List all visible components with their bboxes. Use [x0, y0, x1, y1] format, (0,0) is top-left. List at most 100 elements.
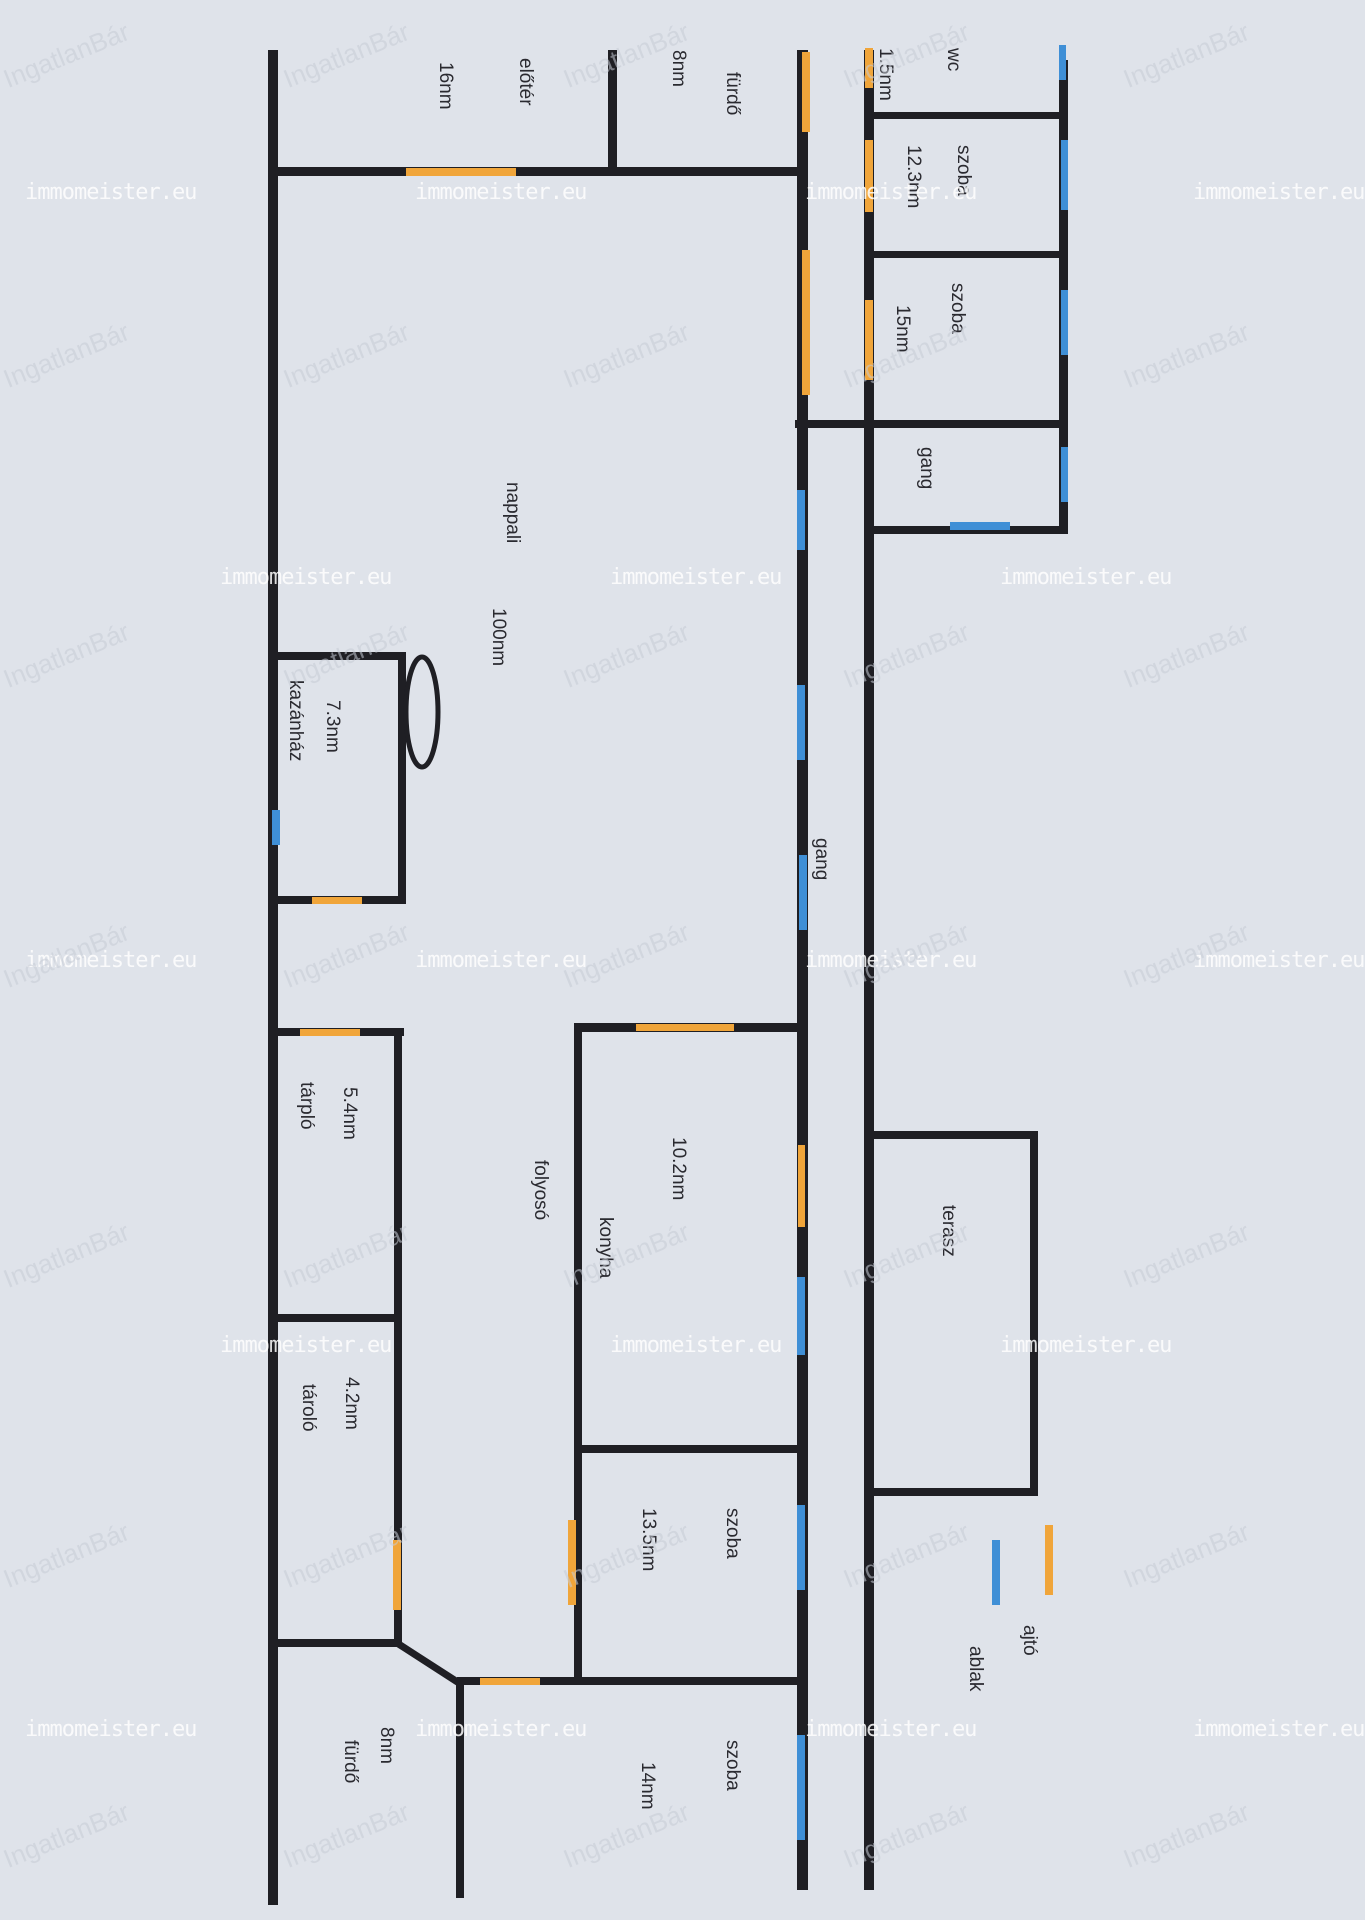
window-kazanhaz	[272, 810, 280, 845]
label-szoba3: szoba	[722, 1508, 743, 1559]
watermark-site: immomeister.eu	[805, 948, 977, 973]
wall-konyha-szoba	[574, 1445, 804, 1453]
label-szoba4: szoba	[722, 1740, 743, 1791]
legend-window-swatch	[992, 1540, 1000, 1605]
watermark-site: immomeister.eu	[415, 1717, 587, 1742]
wall-wc-szoba	[864, 112, 1059, 119]
wall-furdo-bottom	[268, 167, 803, 176]
watermark-site: immomeister.eu	[610, 1333, 782, 1358]
window-szoba2	[1061, 290, 1068, 355]
door-konyha-gang	[798, 1145, 805, 1227]
label-szoba1-area: 12.3nm	[903, 145, 924, 208]
window-konyha	[797, 1277, 805, 1355]
label-tarplo: tárpló	[296, 1082, 317, 1130]
legend-door-label: ajtó	[1019, 1625, 1040, 1656]
label-tarolo: tároló	[298, 1384, 319, 1432]
boiler-symbol	[403, 654, 441, 770]
watermark-site: immomeister.eu	[1000, 1333, 1172, 1358]
door-tarplo	[300, 1029, 360, 1036]
wall-diagonal	[395, 1640, 461, 1686]
wall-gang-top	[795, 420, 1065, 428]
door-wc	[865, 48, 873, 88]
wall-tarolo-bottom	[268, 1639, 398, 1647]
wall-kazanhaz-right	[398, 652, 406, 902]
label-wc: wc	[943, 47, 964, 71]
label-konyha: konyha	[595, 1217, 616, 1279]
label-gang-main: gang	[811, 838, 832, 880]
window-wc	[1059, 45, 1066, 80]
wall-tarplo-tarolo	[268, 1314, 400, 1322]
wall-storage-right	[394, 1028, 402, 1643]
label-szoba2: szoba	[947, 283, 968, 334]
door-kazanhaz	[312, 897, 362, 904]
wall-furdo-bottom-left	[456, 1680, 464, 1898]
watermark-site: immomeister.eu	[805, 1717, 977, 1742]
label-tarolo-area: 4.2nm	[341, 1377, 362, 1430]
watermark-site: immomeister.eu	[25, 180, 197, 205]
label-kazanhaz: kazánház	[285, 680, 306, 761]
watermark-site: immomeister.eu	[1000, 565, 1172, 590]
label-szoba4-area: 14nm	[637, 1762, 658, 1810]
label-furdo-top: fürdő	[722, 72, 743, 115]
watermark-site: immomeister.eu	[1193, 1717, 1365, 1742]
window-szoba3	[797, 1505, 805, 1590]
watermark-site: immomeister.eu	[415, 180, 587, 205]
window-szoba4	[797, 1735, 805, 1840]
door-tarolo	[393, 1540, 401, 1610]
watermark-site: immomeister.eu	[220, 1333, 392, 1358]
wall-szoba-szoba	[864, 251, 1059, 258]
label-gang-small: gang	[916, 447, 937, 489]
label-furdo-bottom-area: 8nm	[376, 1727, 397, 1764]
label-kazanhaz-area: 7.3nm	[322, 700, 343, 753]
door-eloter-nappali	[406, 168, 516, 176]
legend-window-label: ablak	[965, 1646, 986, 1692]
wall-gang-right	[864, 50, 874, 1890]
window-szoba1	[1061, 140, 1068, 210]
door-szoba2	[865, 300, 873, 380]
window-nappali-2	[797, 685, 805, 760]
wall-kazanhaz-top	[268, 652, 404, 660]
door-szoba3	[568, 1520, 576, 1605]
watermark-site: immomeister.eu	[415, 948, 587, 973]
label-szoba2-area: 15nm	[892, 305, 913, 353]
door-konyha	[636, 1024, 734, 1031]
watermark-site: immomeister.eu	[1193, 948, 1365, 973]
label-furdo-top-area: 8nm	[668, 50, 689, 87]
door-furdo	[802, 52, 810, 132]
wall-konyha-left	[574, 1023, 582, 1683]
label-eloter-area: 16nm	[435, 62, 456, 110]
window-nappali-3	[799, 855, 807, 930]
wall-eloter-furdo	[608, 50, 617, 170]
door-furdo-bottom	[480, 1678, 540, 1685]
watermark-site: immomeister.eu	[220, 565, 392, 590]
wall-terasz-bottom	[864, 1488, 1038, 1496]
window-gang	[1061, 447, 1068, 502]
wall-left-outer	[268, 50, 278, 1905]
label-terasz: terasz	[938, 1205, 959, 1257]
label-furdo-bottom: fürdő	[340, 1740, 361, 1783]
wall-gang-left	[797, 50, 808, 1890]
watermark-site: immomeister.eu	[25, 948, 197, 973]
watermark-site: immomeister.eu	[805, 180, 977, 205]
label-konyha-area: 10.2nm	[668, 1137, 689, 1200]
label-szoba3-area: 13.5nm	[638, 1508, 659, 1571]
door-szoba1	[865, 140, 873, 212]
window-gang-bottom	[950, 522, 1010, 530]
wall-terasz-top	[864, 1131, 1038, 1139]
label-folyoso: folyosó	[530, 1160, 551, 1220]
label-nappali: nappali	[502, 482, 523, 543]
watermark-site: immomeister.eu	[610, 565, 782, 590]
wall-szoba-szoba-bottom	[457, 1677, 804, 1685]
watermark-site: immomeister.eu	[1193, 180, 1365, 205]
wall-terasz-right	[1030, 1131, 1038, 1496]
label-tarplo-area: 5.4nm	[339, 1087, 360, 1140]
legend-door-swatch	[1045, 1525, 1053, 1595]
label-wc-area: 1.5nm	[875, 48, 896, 101]
label-nappali-area: 100nm	[488, 608, 509, 666]
door-nappali-gang	[802, 250, 810, 395]
label-szoba1: szoba	[953, 145, 974, 196]
label-eloter: előtér	[515, 58, 536, 106]
window-nappali-1	[797, 490, 805, 550]
watermark-site: immomeister.eu	[25, 1717, 197, 1742]
